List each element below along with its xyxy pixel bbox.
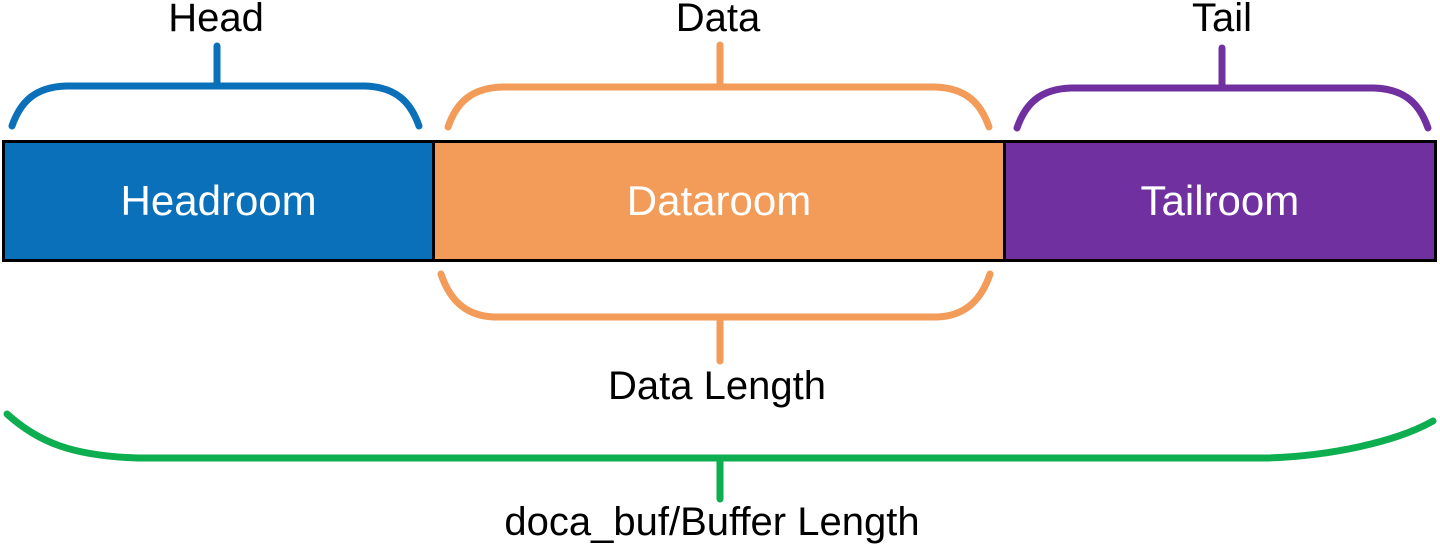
buffer-length-label: doca_buf/Buffer Length	[504, 500, 920, 544]
dataroom-segment: Dataroom	[432, 143, 1006, 259]
headroom-segment-label: Headroom	[120, 177, 317, 224]
data-brace	[444, 41, 993, 131]
data-length-label: Data Length	[608, 364, 826, 408]
buffer-length-brace	[3, 410, 1437, 503]
tail-label: Tail	[1191, 0, 1253, 40]
head-label: Head	[168, 0, 264, 40]
data-label: Data	[675, 0, 761, 40]
data-length-brace	[437, 270, 994, 365]
dataroom-segment-label: Dataroom	[626, 177, 812, 224]
tail-brace	[1013, 44, 1432, 132]
head-brace	[8, 42, 423, 130]
buffer-bar: Headroom Dataroom Tailroom	[2, 140, 1437, 262]
tailroom-segment: Tailroom	[1005, 143, 1434, 259]
headroom-segment: Headroom	[5, 143, 433, 259]
tailroom-segment-label: Tailroom	[1140, 177, 1300, 224]
